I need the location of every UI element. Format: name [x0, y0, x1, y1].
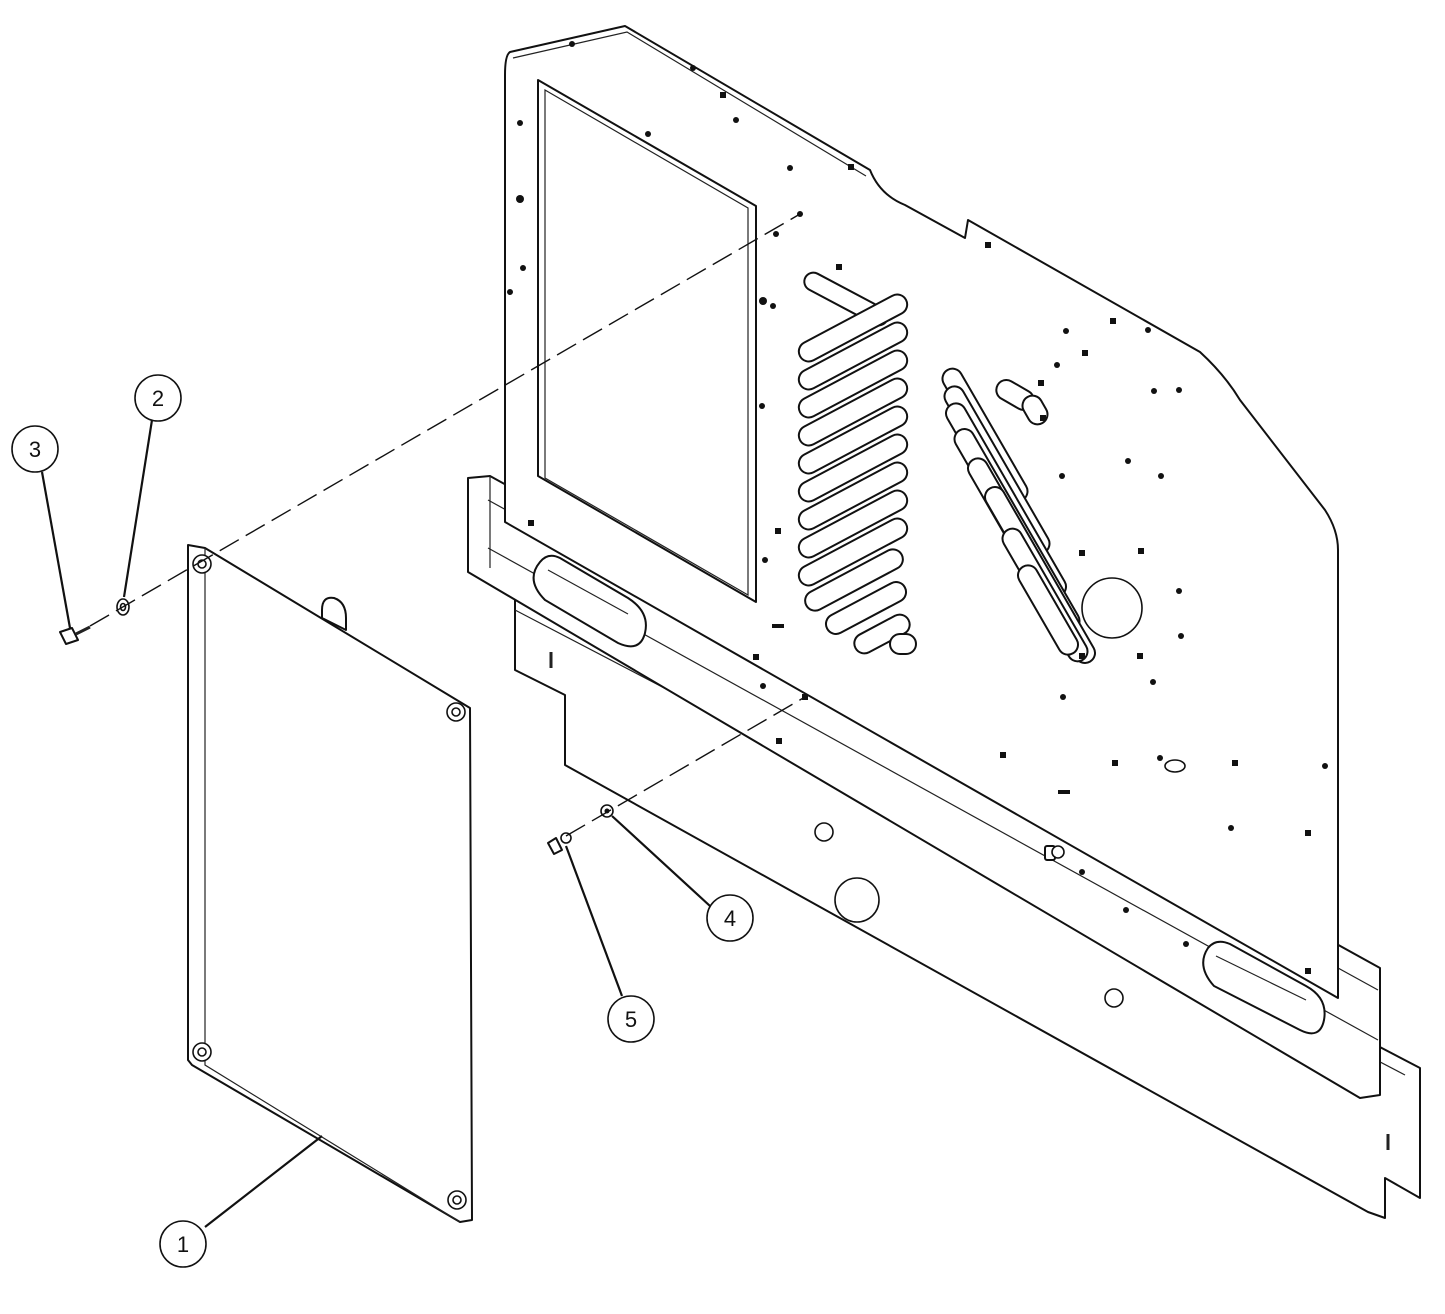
leader-3	[40, 471, 72, 629]
svg-text:5: 5	[625, 1007, 637, 1032]
panel-round-holes	[507, 41, 1328, 947]
bracket-hole	[814, 822, 834, 842]
cover-plate	[187, 544, 473, 1223]
callout-2: 2	[134, 374, 182, 422]
main-back-panel	[504, 25, 1339, 1035]
screw-item-3	[59, 625, 91, 645]
callout-4: 4	[706, 894, 754, 942]
leader-2	[122, 419, 154, 598]
vent-slots-left	[797, 271, 917, 655]
leader-4	[611, 815, 711, 907]
assembly-line-screw	[89, 213, 801, 627]
callout-1: 1	[159, 1220, 207, 1268]
stud-item-5	[547, 832, 572, 855]
cover-plate-tab	[321, 596, 347, 631]
svg-text:2: 2	[152, 386, 164, 411]
panel-stud	[1044, 845, 1065, 861]
svg-text:1: 1	[177, 1232, 189, 1257]
svg-text:4: 4	[724, 906, 736, 931]
vent-slots-right	[941, 367, 1096, 664]
leader-1	[204, 1135, 323, 1228]
callout-3: 3	[11, 425, 59, 473]
svg-text:3: 3	[29, 437, 41, 462]
round-cutout	[1081, 577, 1143, 639]
bracket-hole	[1104, 988, 1124, 1008]
panel-square-holes	[528, 92, 1311, 974]
callout-5: 5	[607, 995, 655, 1043]
assembly-line-stud	[565, 696, 806, 837]
flange-oval-cutouts	[532, 554, 1326, 1035]
panel-window	[537, 79, 757, 603]
leader-5	[564, 845, 624, 997]
flange-cutout	[834, 877, 880, 923]
